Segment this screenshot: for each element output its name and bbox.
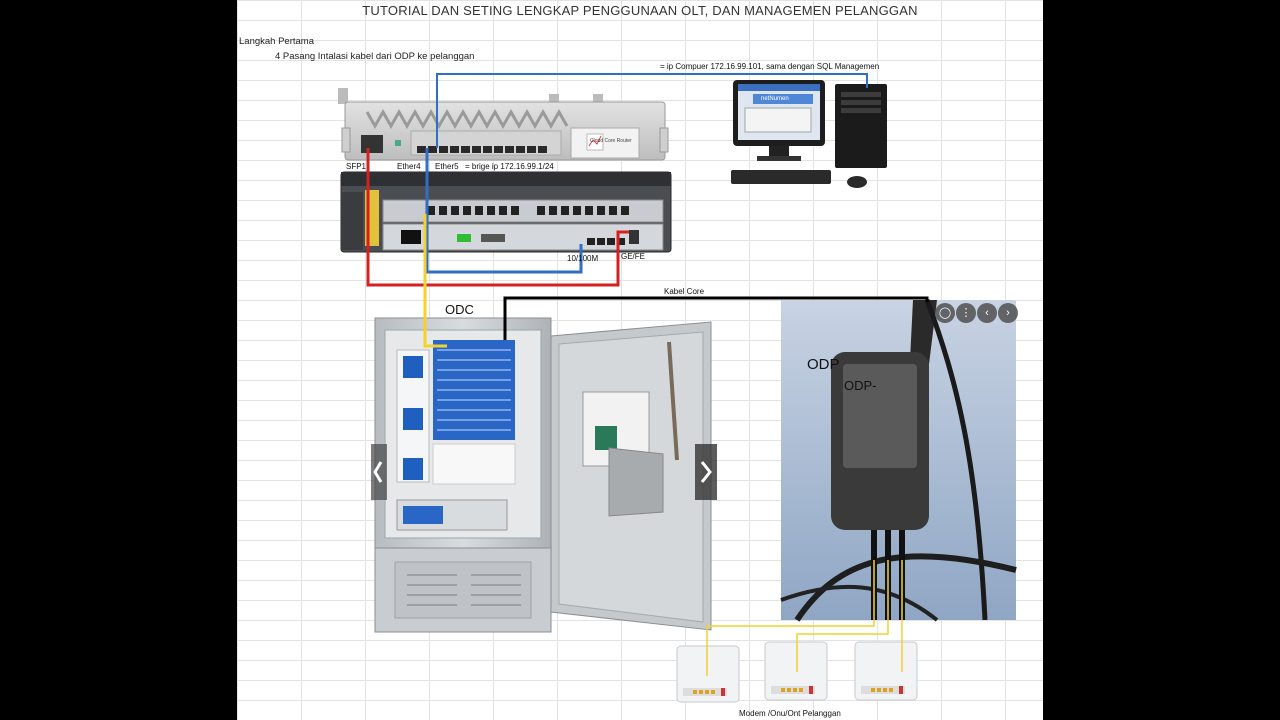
login-app-label: netNumen <box>761 96 789 102</box>
modem-label: Modem /Onu/Ont Pelanggan <box>739 709 841 718</box>
yellow-cable-modem2 <box>796 560 889 672</box>
chevron-right-icon <box>700 461 712 483</box>
step-item: 4 Pasang Intalasi kabel dari ODP ke pela… <box>275 51 475 62</box>
ether5-label: Ether5 <box>435 162 459 171</box>
odp-photo <box>780 299 1017 622</box>
port-10-100m-label: 10/100M <box>567 254 599 263</box>
port-ge-fe-label: GE/FE <box>621 252 646 261</box>
black-core-cable <box>503 296 929 340</box>
router-brand-label: Cloud Core Router <box>590 138 632 144</box>
image-search-icon[interactable]: ◯ <box>935 303 955 323</box>
router-device <box>338 88 669 161</box>
odp-device-label: ODP- <box>844 378 877 393</box>
computer-illustration <box>731 80 887 188</box>
odc-next-arrow <box>695 444 717 500</box>
modem-group <box>676 641 918 703</box>
red-cable <box>366 148 629 287</box>
blue-cable-pc <box>436 73 868 148</box>
sfp1-label: SFP1 <box>346 162 367 171</box>
odc-cabinet <box>374 317 712 633</box>
next-image-icon[interactable]: › <box>998 303 1018 323</box>
more-options-icon[interactable]: ⋮ <box>956 303 976 323</box>
olt-device <box>340 171 672 253</box>
ether4-label: Ether4 <box>397 162 421 171</box>
chevron-left-icon <box>373 461 383 483</box>
odp-label: ODP <box>807 356 840 373</box>
blue-cable-olt <box>425 148 583 274</box>
odc-prev-arrow <box>371 444 387 500</box>
yellow-cable-odc <box>423 214 447 348</box>
step-heading: Langkah Pertama <box>239 36 314 47</box>
odc-label: ODC <box>445 302 474 317</box>
previous-image-icon[interactable]: ‹ <box>977 303 997 323</box>
bridge-ip-note: = brige ip 172.16.99.1/24 <box>465 162 554 171</box>
network-diagram <box>338 73 1017 703</box>
kabel-core-label: Kabel Core <box>664 287 705 296</box>
yellow-cable-modem1 <box>706 560 875 676</box>
spreadsheet-canvas: TUTORIAL DAN SETING LENGKAP PENGGUNAAN O… <box>237 0 1043 720</box>
page-title: TUTORIAL DAN SETING LENGKAP PENGGUNAAN O… <box>362 3 918 18</box>
router-ports <box>417 146 547 153</box>
pc-ip-note: = ip Compuer 172.16.99.101, sama dengan … <box>660 62 880 71</box>
